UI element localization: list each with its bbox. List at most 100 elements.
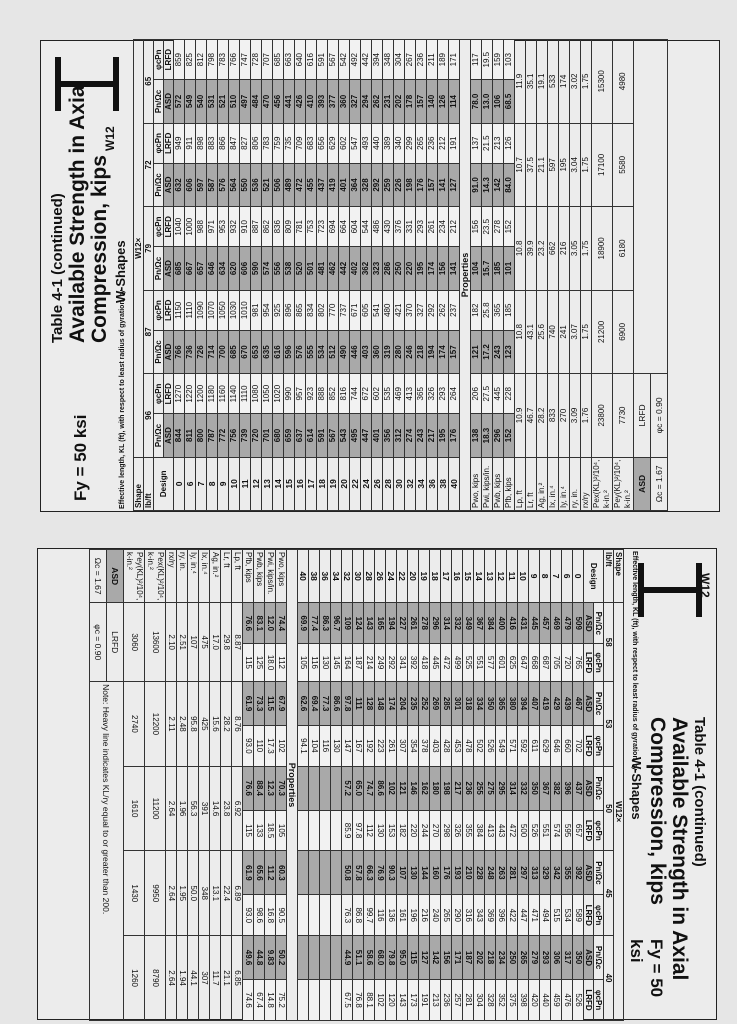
strength-value: 426 — [294, 79, 306, 124]
strength-value: 403 — [360, 330, 372, 374]
strength-value: 161 — [396, 894, 408, 936]
strength-value: 90.3 — [385, 850, 397, 895]
property-value: 243 — [492, 330, 504, 374]
strength-value: 1220 — [184, 373, 196, 414]
strength-value: 456 — [272, 79, 284, 124]
strength-value: 265 — [415, 123, 427, 164]
property-value: 142 — [492, 163, 504, 207]
strength-value: 783 — [217, 39, 229, 80]
strength-value: 360 — [371, 330, 383, 374]
strength-value: 1050 — [217, 290, 229, 331]
strength-value: 685 — [228, 330, 240, 374]
strength-value: 76.9 — [374, 850, 386, 895]
strength-value: 264 — [448, 373, 460, 414]
strength-value: 236 — [415, 39, 427, 80]
strength-value: 737 — [338, 290, 350, 331]
strength-value: 130 — [374, 810, 386, 851]
kl-value: 30 — [352, 549, 364, 603]
strength-value: 141 — [437, 163, 449, 207]
strength-value: 910 — [239, 206, 251, 247]
strength-value: 348 — [382, 39, 394, 80]
effective-length-caption: Effective length, KL (ft), with respect … — [631, 551, 638, 771]
strength-value: 116 — [319, 725, 331, 767]
strength-value: 1080 — [250, 373, 262, 414]
strength-value: 194 — [385, 602, 397, 644]
strength-value: 736 — [184, 330, 196, 374]
strength-value: 44.9 — [341, 935, 353, 980]
table-panel-lower: Table 4-1 (continued)Available Strength … — [37, 548, 717, 1021]
property-value: 112 — [275, 643, 287, 682]
strength-value: 592 — [517, 725, 529, 767]
strength-value: 365 — [415, 373, 427, 414]
property-label: Pwo, kips — [275, 549, 287, 603]
strength-value: 355 — [462, 810, 474, 851]
property-value: 270 — [558, 373, 570, 458]
asd-symbol: Pn/Ωc — [593, 681, 604, 726]
strength-value: 442 — [360, 39, 372, 80]
kl-value: 9 — [217, 457, 229, 511]
strength-value — [330, 850, 342, 895]
strength-value — [308, 979, 320, 1021]
strength-value: 176 — [415, 163, 427, 207]
asd-footer: ASD — [633, 457, 651, 511]
property-value: 1430 — [123, 850, 145, 936]
strength-value: 478 — [462, 725, 474, 767]
strength-value: 597 — [195, 163, 207, 207]
strength-value — [297, 935, 309, 980]
strength-value — [319, 810, 331, 851]
property-value: 115 — [242, 643, 254, 682]
strength-value: 526 — [528, 810, 540, 851]
strength-value: 506 — [272, 163, 284, 207]
asd-symbol: Pn/Ωc — [593, 850, 604, 895]
property-value: 3.05 — [569, 206, 581, 291]
strength-value: 160 — [429, 850, 441, 895]
strength-value: 949 — [173, 123, 185, 164]
strength-value: 800 — [195, 413, 207, 458]
strength-value: 469 — [550, 602, 562, 644]
property-value: 49.6 — [242, 935, 254, 980]
lrfd-label: LRFD — [583, 979, 594, 1021]
strength-value: 210 — [462, 850, 474, 895]
strength-value: 334 — [473, 681, 485, 726]
property-value: 123 — [503, 330, 515, 374]
strength-value: 954 — [261, 290, 273, 331]
strength-value: 211 — [426, 39, 438, 80]
strength-value: 422 — [506, 894, 518, 936]
strength-value: 352 — [495, 979, 507, 1021]
strength-value: 672 — [360, 373, 372, 414]
strength-value: 204 — [396, 681, 408, 726]
strength-value: 281 — [506, 850, 518, 895]
strength-value: 328 — [360, 163, 372, 207]
property-value: 21.1 — [536, 123, 548, 207]
strength-value: 340 — [393, 123, 405, 164]
strength-value: 350 — [484, 681, 496, 726]
property-label: Lr, ft — [525, 457, 537, 511]
strength-value: 380 — [506, 681, 518, 726]
property-value: 93.0 — [242, 894, 254, 936]
strength-value: 1110 — [239, 373, 251, 414]
footnote: Note: Heavy line indicates KL/ry equal t… — [89, 681, 124, 1021]
strength-value: 261 — [426, 206, 438, 247]
strength-value: 296 — [429, 602, 441, 644]
property-value: 14.6 — [209, 766, 221, 851]
strength-value: 156 — [440, 935, 452, 980]
strength-value — [330, 894, 342, 936]
strength-value: 1200 — [195, 373, 207, 414]
property-value: 2.64 — [165, 766, 177, 851]
strength-value: 275 — [484, 766, 496, 811]
strength-value: 587 — [206, 163, 218, 207]
property-value: 74.4 — [275, 602, 287, 644]
strength-value: 298 — [440, 810, 452, 851]
strength-value: 226 — [393, 163, 405, 207]
strength-value: 331 — [404, 206, 416, 247]
property-value: 44.8 — [253, 935, 265, 980]
